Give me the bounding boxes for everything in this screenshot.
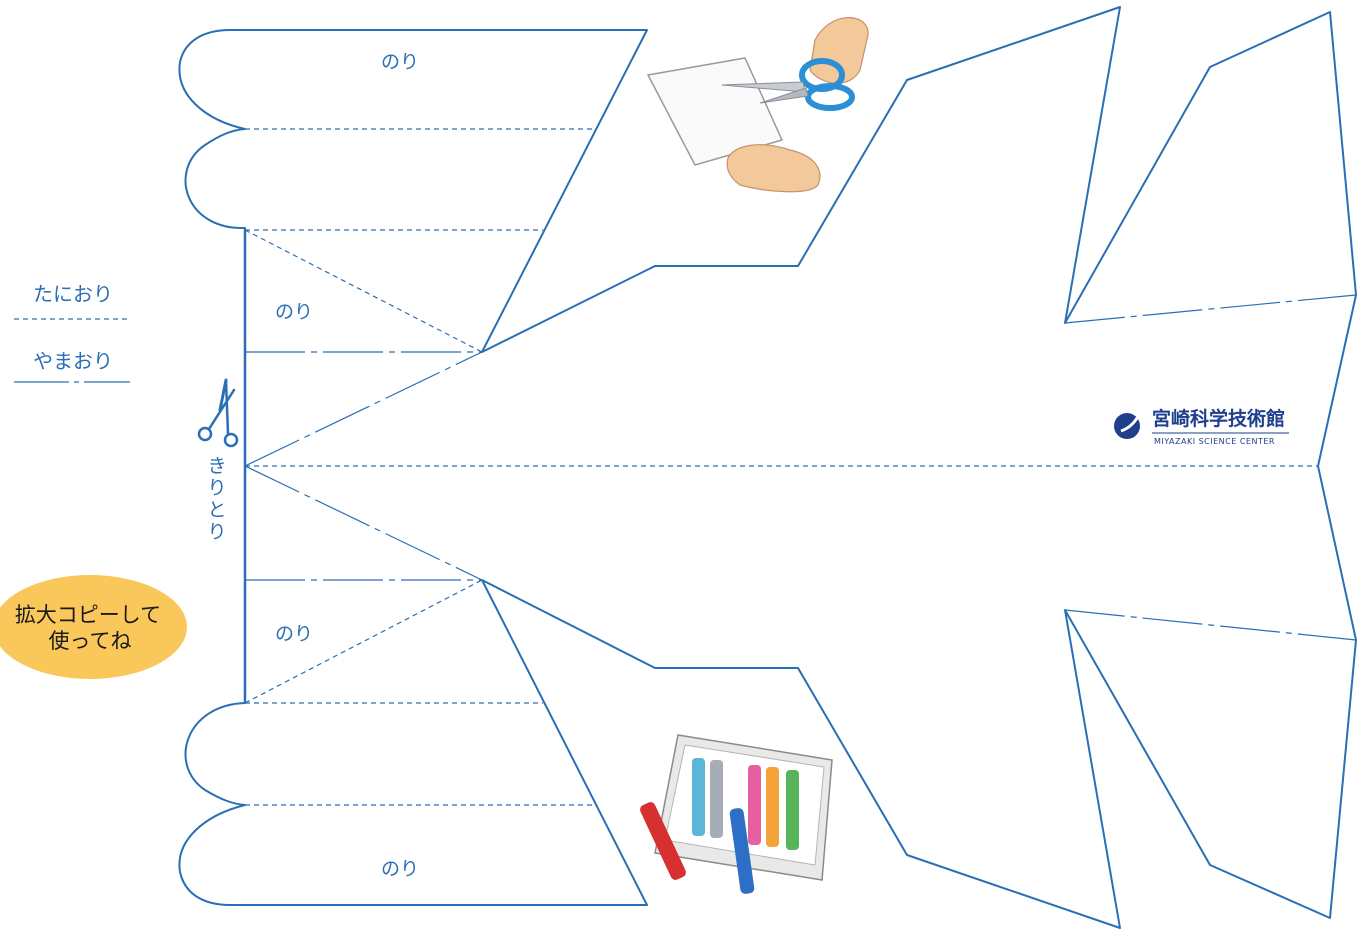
hand-bottom: [726, 144, 821, 193]
scissors-blade: [721, 81, 806, 93]
hand-top: [809, 17, 869, 84]
crayon-blue: [729, 808, 755, 894]
valley-folds: [244, 128, 1318, 806]
badge-line-1: 拡大コピーして: [15, 603, 161, 627]
crayon-pink: [748, 765, 761, 845]
logo-mark: [1114, 413, 1140, 439]
valley-fold-legend-label: たにおり: [33, 282, 113, 306]
scissors-handle-2: [805, 83, 855, 111]
cut-label-char-2: り: [207, 477, 226, 499]
scissors-icon: [197, 378, 239, 448]
cut-label: き り と り: [207, 455, 226, 543]
logo-name-jp: 宮崎科学技術館: [1152, 407, 1285, 430]
badge-line-2: 使ってね: [49, 629, 132, 653]
scissors-cutting-paper-illustration: [646, 17, 869, 193]
logo-name-en: MIYAZAKI SCIENCE CENTER: [1154, 437, 1275, 446]
crayon-cyan: [692, 758, 705, 836]
mountain-fold-legend-label: やまおり: [33, 349, 113, 373]
glue-label-lower: のり: [275, 623, 313, 645]
glue-label-bottom: のり: [381, 858, 419, 880]
museum-logo: 宮崎科学技術館 MIYAZAKI SCIENCE CENTER: [1114, 407, 1289, 446]
fold-legend: たにおり やまおり: [14, 282, 130, 383]
crayon-gray: [710, 760, 723, 838]
crayon-green: [786, 770, 799, 850]
scissors-blade-2: [759, 87, 809, 104]
crayon-orange: [766, 767, 779, 847]
glue-label-top: のり: [381, 51, 419, 73]
mountain-folds: [244, 294, 1357, 641]
cut-label-char-4: り: [207, 521, 226, 543]
badge-shape: [0, 575, 187, 679]
cut-label-char-1: き: [207, 455, 226, 477]
crayon-red: [640, 802, 686, 880]
enlarge-copy-badge: 拡大コピーして 使ってね: [0, 575, 187, 679]
glue-label-upper: のり: [275, 301, 313, 323]
logo-mark-swoosh: [1120, 412, 1142, 433]
crayons-box-illustration: [640, 734, 833, 894]
cut-label-char-3: と: [207, 499, 226, 521]
